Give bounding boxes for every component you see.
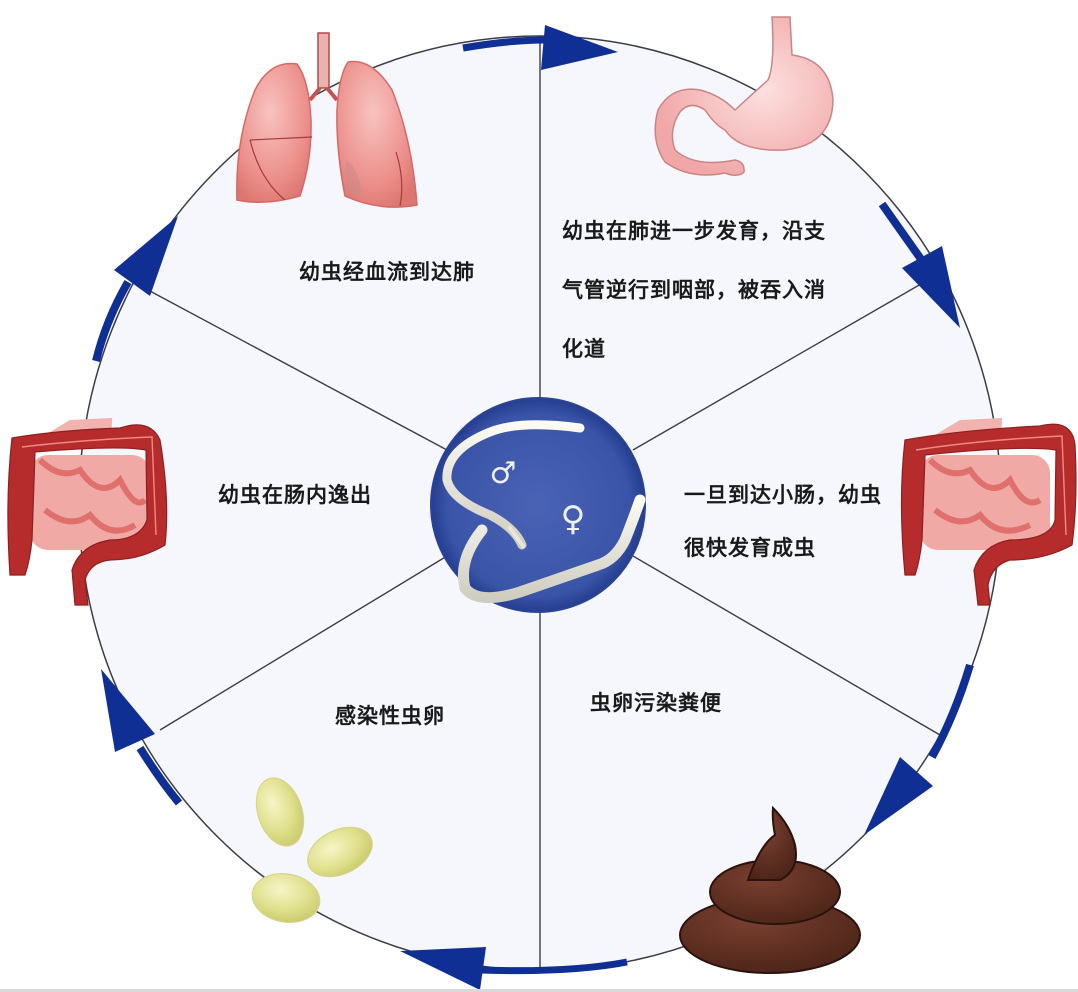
spoke-lower-right bbox=[632, 555, 941, 736]
spokes bbox=[147, 36, 941, 970]
stage-label-eggs: 感染性虫卵 bbox=[335, 693, 445, 738]
stage-text: 虫卵污染粪便 bbox=[590, 690, 722, 715]
female-symbol: ♀ bbox=[561, 499, 586, 539]
stage-label-feces: 虫卵污染粪便 bbox=[590, 680, 722, 725]
stage-label-lung: 幼虫经血流到达肺 bbox=[299, 249, 475, 294]
stage-text-line: 气管逆行到咽部，被吞入消 bbox=[562, 277, 826, 302]
intestine-icon-left bbox=[7, 418, 168, 606]
stage-text-line: 很快发育成虫 bbox=[684, 535, 816, 560]
arrow-lower-right bbox=[864, 663, 974, 835]
stage-label-hatch: 幼虫在肠内逸出 bbox=[218, 472, 372, 517]
arrow-upper-left bbox=[92, 216, 178, 362]
stage-text-line: 化道 bbox=[562, 336, 606, 361]
eggs-icon bbox=[251, 777, 373, 923]
spoke-lower-left bbox=[159, 555, 448, 731]
intestine-icon-right bbox=[900, 418, 1077, 606]
male-symbol: ♂ bbox=[490, 456, 517, 491]
stage-text: 感染性虫卵 bbox=[335, 703, 445, 728]
stage-text-line: 幼虫在肺进一步发育，沿支 bbox=[562, 218, 826, 243]
arrow-upper-right bbox=[878, 201, 960, 328]
arrow-bottom bbox=[400, 947, 628, 990]
lungs-icon bbox=[236, 32, 418, 208]
arrow-top bbox=[462, 25, 618, 70]
female-worm bbox=[457, 494, 646, 604]
stomach-icon bbox=[654, 16, 834, 176]
bottom-divider bbox=[0, 989, 1078, 992]
stage-text-line: 一旦到达小肠，幼虫 bbox=[684, 482, 882, 507]
feces-icon bbox=[679, 805, 861, 974]
stage-text: 幼虫在肠内逸出 bbox=[218, 482, 372, 507]
stage-label-pharynx: 幼虫在肺进一步发育，沿支 气管逆行到咽部，被吞入消 化道 bbox=[562, 208, 826, 371]
cycle-arrows bbox=[92, 25, 974, 990]
spoke-upper-left bbox=[147, 289, 448, 451]
male-worm bbox=[442, 420, 585, 550]
stage-label-small-intestine: 一旦到达小肠，幼虫 很快发育成虫 bbox=[684, 472, 882, 570]
spoke-upper-right bbox=[632, 272, 941, 451]
roundworm-male-female-icon: ♂ ♀ bbox=[430, 397, 646, 613]
stage-text: 幼虫经血流到达肺 bbox=[299, 259, 475, 284]
arrow-lower-left bbox=[101, 669, 183, 806]
